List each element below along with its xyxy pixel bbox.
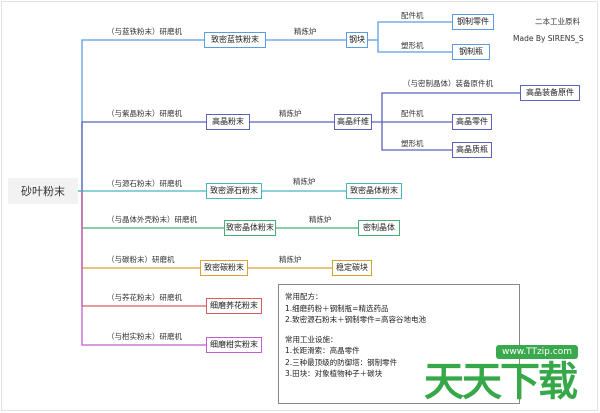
branch-2-sub-2-label: 配件机 — [400, 109, 425, 118]
notes-facility-3: 3.田块：对象植物种子＋碳块 — [285, 369, 383, 378]
branch-6-tool-label: （与荞花粉末）研磨机 — [106, 293, 183, 302]
connector-branch-1-sub — [368, 21, 452, 53]
branch-2-step-label: 精炼炉 — [278, 109, 303, 118]
branch-1-step-label: 精炼炉 — [293, 27, 318, 36]
notes-facility-1: 1.长距滑索：高晶零件 — [285, 346, 360, 355]
notes-box: 常用配方： 1.细磨药粉＋钢制瓶=精选药品 2.致密源石粉末＋钢制零件=高容谷地… — [278, 284, 520, 404]
branch-2-node-1[interactable]: 高晶粉末 — [206, 114, 250, 130]
corner-author: Made By SIRENS_S — [513, 34, 584, 43]
branch-1-sub-2-target[interactable]: 钢制瓶 — [452, 44, 490, 60]
connector-branch-6 — [81, 191, 206, 307]
branch-5-node-1[interactable]: 致密碳粉末 — [200, 260, 248, 276]
branch-1-tool-label: （与蓝铁粉末）研磨机 — [106, 27, 183, 36]
branch-4-node-2[interactable]: 密制晶体 — [358, 220, 400, 236]
branch-7-tool-label: （与柑实粉末）研磨机 — [106, 332, 183, 341]
branch-2-sub-2-target[interactable]: 高晶零件 — [452, 114, 492, 130]
branch-5-node-2[interactable]: 稳定碳块 — [332, 260, 372, 276]
branch-1-sub-2-label: 塑形机 — [400, 41, 425, 50]
branch-3-node-1[interactable]: 致密源石粉末 — [206, 183, 262, 199]
branch-1-sub-1-label: 配件机 — [400, 11, 425, 20]
branch-1-sub-1-target[interactable]: 钢制零件 — [452, 14, 494, 30]
branch-2-node-2[interactable]: 高晶纤维 — [334, 114, 372, 130]
branch-2-sub-3-label: 塑形机 — [400, 139, 425, 148]
connector-branch-2-sub — [372, 92, 520, 151]
branch-4-step-label: 精炼炉 — [308, 215, 333, 224]
notes-formula-2: 2.致密源石粉末＋钢制零件=高容谷地电池 — [285, 315, 426, 324]
branch-2-sub-3-target[interactable]: 高晶质瓶 — [452, 142, 492, 158]
watermark-logo: 天天下载 — [424, 359, 578, 405]
corner-title: 二本工业原料 — [535, 17, 580, 26]
watermark-url: www.TTzip.com — [496, 345, 578, 359]
branch-6-node-1[interactable]: 细磨荞花粉末 — [206, 298, 262, 314]
branch-5-step-label: 精炼炉 — [278, 255, 303, 264]
branch-2-sub-1-label: （与密制晶体）装备原件机 — [402, 79, 494, 88]
branch-3-tool-label: （与源石粉末）研磨机 — [106, 179, 183, 188]
notes-facility-title: 常用工业设施： — [285, 334, 338, 344]
connector-branch-2 — [81, 121, 206, 191]
watermark: www.TTzip.com 天天下载 — [420, 340, 600, 410]
root-node[interactable]: 砂叶粉末 — [8, 178, 78, 204]
notes-formula-1: 1.细磨药粉＋钢制瓶=精选药品 — [285, 303, 389, 313]
branch-2-sub-1-target[interactable]: 高晶装备原件 — [520, 85, 580, 101]
connector-branch-7 — [81, 191, 206, 346]
branch-3-node-2[interactable]: 致密晶体粉末 — [346, 183, 402, 199]
branch-4-node-1[interactable]: 致密晶体粉末 — [224, 220, 276, 236]
notes-facility-2: 2.三种最顶级的防御塔：钢制零件 — [285, 357, 398, 367]
notes-formula-title: 常用配方： — [285, 292, 323, 301]
branch-3-step-label: 精炼炉 — [292, 177, 317, 186]
branch-4-tool-label: （与晶体外壳粉末）研磨机 — [106, 215, 198, 224]
branch-1-node-2[interactable]: 钢块 — [346, 32, 368, 48]
branch-2-tool-label: （与紫晶粉末）研磨机 — [106, 109, 183, 118]
branch-1-node-1[interactable]: 致密蓝铁粉末 — [204, 32, 266, 48]
branch-7-node-1[interactable]: 细磨柑实粉末 — [206, 337, 262, 353]
branch-5-tool-label: （与碳粉末）研磨机 — [106, 255, 176, 264]
